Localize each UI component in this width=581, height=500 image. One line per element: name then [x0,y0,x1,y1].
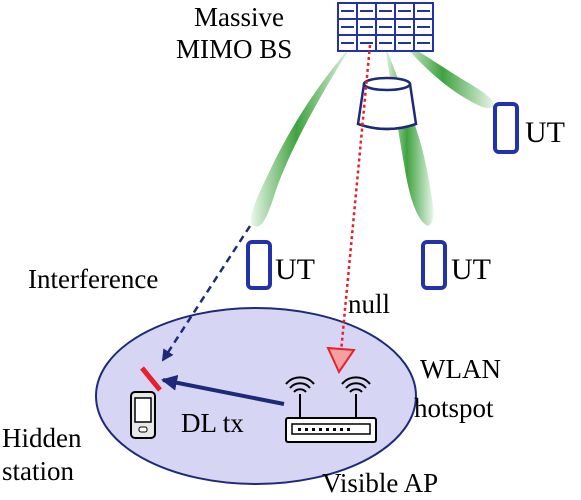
ut-right-device [493,102,519,154]
bs-label-line2: MIMO BS [176,34,292,64]
dl-tx-arrow [161,374,285,406]
beam-to-left-ut [251,45,352,227]
null-lobe [356,76,418,131]
interference-label: Interference [28,264,158,294]
hotspot-label: hotspot [414,393,494,423]
interference-block-mark [140,366,162,392]
visible-ap-label: Visible AP [322,468,438,498]
beam-to-right-ut [400,40,495,109]
bs-label-line1: Massive [194,2,284,32]
ut-mid-label: UT [451,253,491,286]
hidden-label: Hidden [2,423,82,453]
beam-to-mid-ut [385,45,434,226]
access-point-router-icon [285,376,377,443]
hidden-station-phone-icon [130,391,156,439]
ut-left-device [246,240,272,290]
antenna-array [337,2,434,52]
ut-right-label: UT [525,116,565,149]
dl-tx-label: DL tx [181,408,244,438]
null-label: null [348,289,390,319]
interference-arrow [161,225,252,362]
ut-mid-device [421,240,447,290]
ut-left-label: UT [275,253,315,286]
wlan-label: WLAN [420,354,501,384]
null-arrow-head [326,346,356,375]
beams [251,40,495,227]
station-label: station [2,456,74,486]
